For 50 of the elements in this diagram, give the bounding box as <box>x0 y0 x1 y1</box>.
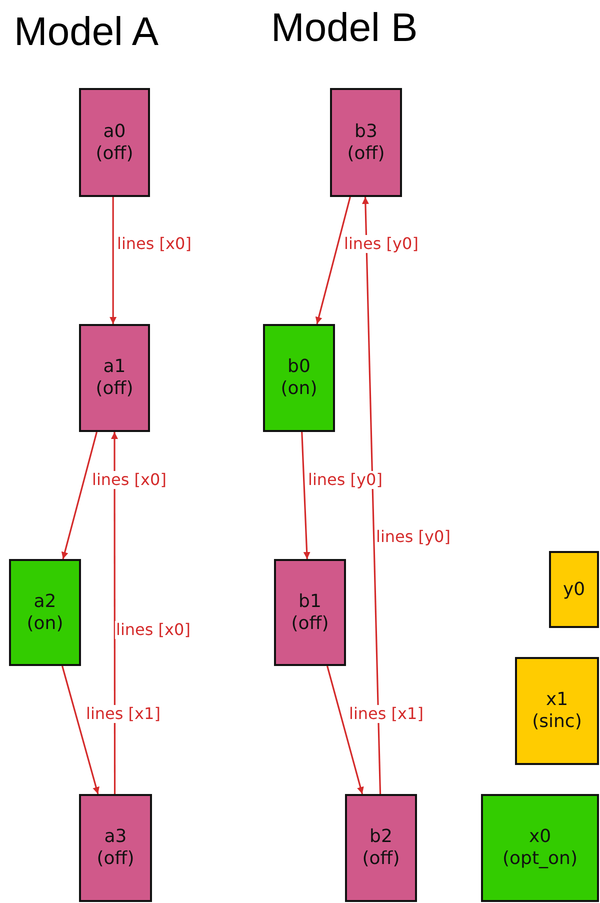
state-box <box>79 88 150 197</box>
node-name: b1 <box>298 590 322 612</box>
node-state: (sinc) <box>532 711 582 733</box>
node-state: (on) <box>26 612 64 634</box>
node-state: (off) <box>291 612 329 634</box>
node-state: (on) <box>280 378 318 400</box>
node-name: y0 <box>562 578 586 600</box>
node-name: a2 <box>34 590 56 612</box>
state-box <box>274 559 346 666</box>
arrow <box>326 666 364 794</box>
node-name: a3 <box>104 826 127 848</box>
state-box <box>549 551 599 628</box>
node-state: (off) <box>96 142 134 164</box>
node-name: a1 <box>103 356 126 378</box>
node-name: b3 <box>354 120 378 142</box>
state-box <box>263 324 335 432</box>
node-name: a0 <box>103 120 126 142</box>
node-name: x1 <box>546 689 568 711</box>
group-title: Model A <box>14 9 159 56</box>
group-title: Model B <box>271 5 418 52</box>
edge-label: lines [x0] <box>116 235 192 253</box>
state-box <box>345 794 417 902</box>
edge-label: lines [x1] <box>348 705 424 723</box>
arrow <box>61 432 98 560</box>
state-box <box>481 794 599 902</box>
edge-label: lines [x0] <box>115 621 192 639</box>
node-state: (off) <box>347 142 385 164</box>
edge-label: lines [x0] <box>91 471 168 489</box>
node-state: (off) <box>96 848 134 870</box>
state-box <box>515 657 599 765</box>
edge-label: lines [y0] <box>375 528 452 546</box>
state-box <box>79 324 150 432</box>
state-box <box>79 794 152 902</box>
node-state: (opt_on) <box>502 848 578 870</box>
node-name: b2 <box>370 826 392 848</box>
node-name: b0 <box>288 356 310 378</box>
arrow <box>110 197 117 324</box>
edge-label: lines [y0] <box>343 235 420 253</box>
edge-label: lines [x1] <box>85 705 162 723</box>
edge-label: lines [y0] <box>307 471 384 489</box>
arrow <box>315 196 351 324</box>
arrow <box>362 196 382 794</box>
node-state: (off) <box>96 378 134 400</box>
state-box <box>330 88 402 197</box>
arrow <box>301 432 310 560</box>
node-name: x0 <box>528 826 552 848</box>
state-box <box>9 559 81 666</box>
arrow <box>62 666 100 794</box>
node-state: (off) <box>362 848 400 870</box>
arrow <box>111 432 118 794</box>
